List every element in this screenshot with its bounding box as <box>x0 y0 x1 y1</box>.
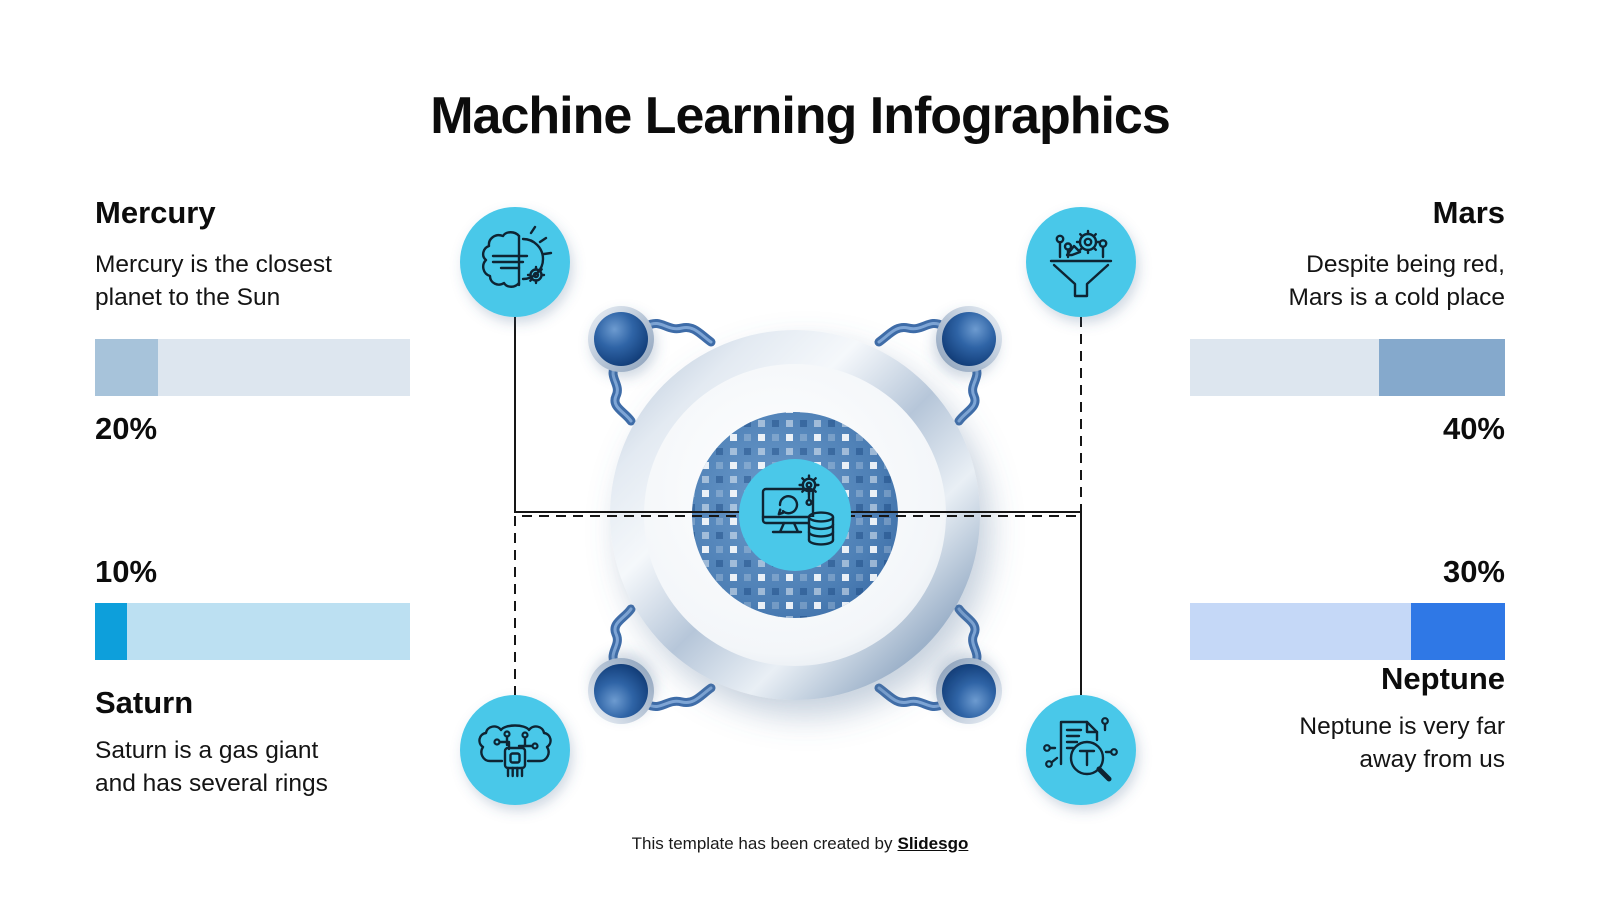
slidesgo-link[interactable]: Slidesgo <box>897 834 969 853</box>
data-processing-icon <box>761 474 835 546</box>
saturn-percent-label: 10% <box>95 554 158 589</box>
data-funnel-icon <box>1026 207 1136 317</box>
saturn-progress-fill <box>95 603 127 660</box>
mercury-section: Mercury Mercury is the closest planet to… <box>95 194 410 449</box>
mars-progress-bar <box>1190 339 1505 396</box>
ai-chip-brain-icon <box>460 695 570 805</box>
saturn-progress-bar <box>95 603 410 660</box>
center-hub-graphic <box>460 207 1136 805</box>
planet-name-mercury: Mercury <box>95 195 216 230</box>
planet-desc-mercury: Mercury is the closest planet to the Sun <box>95 251 332 311</box>
ai-brain-icon <box>460 207 570 317</box>
mercury-progress-bar <box>95 339 410 396</box>
saturn-section: 10% Saturn Saturn is a gas giant and has… <box>95 552 410 800</box>
mars-progress-fill <box>1379 339 1505 396</box>
planet-desc-saturn: Saturn is a gas giant and has several ri… <box>95 737 328 797</box>
planet-name-saturn: Saturn <box>95 685 194 720</box>
neptune-progress-fill <box>1410 603 1505 660</box>
neptune-section: 30% Neptune Neptune is very far away fro… <box>1190 552 1505 776</box>
planet-desc-mars: Despite being red, Mars is a cold place <box>1288 251 1505 311</box>
neptune-percent-label: 30% <box>1442 554 1505 589</box>
planet-name-mars: Mars <box>1432 195 1505 230</box>
planet-desc-neptune: Neptune is very far away from us <box>1299 713 1505 773</box>
mars-percent-label: 40% <box>1442 411 1505 446</box>
center-accent-circle <box>739 459 851 571</box>
text-analysis-icon <box>1026 695 1136 805</box>
footer-text: This template has been created by <box>631 834 893 853</box>
page-title: Machine Learning Infographics <box>430 87 1171 145</box>
planet-name-neptune: Neptune <box>1381 661 1505 696</box>
neptune-progress-bar <box>1190 603 1505 660</box>
mercury-progress-fill <box>95 339 158 396</box>
mars-section: Mars Despite being red, Mars is a cold p… <box>1190 194 1505 449</box>
mercury-percent-label: 20% <box>95 411 158 446</box>
